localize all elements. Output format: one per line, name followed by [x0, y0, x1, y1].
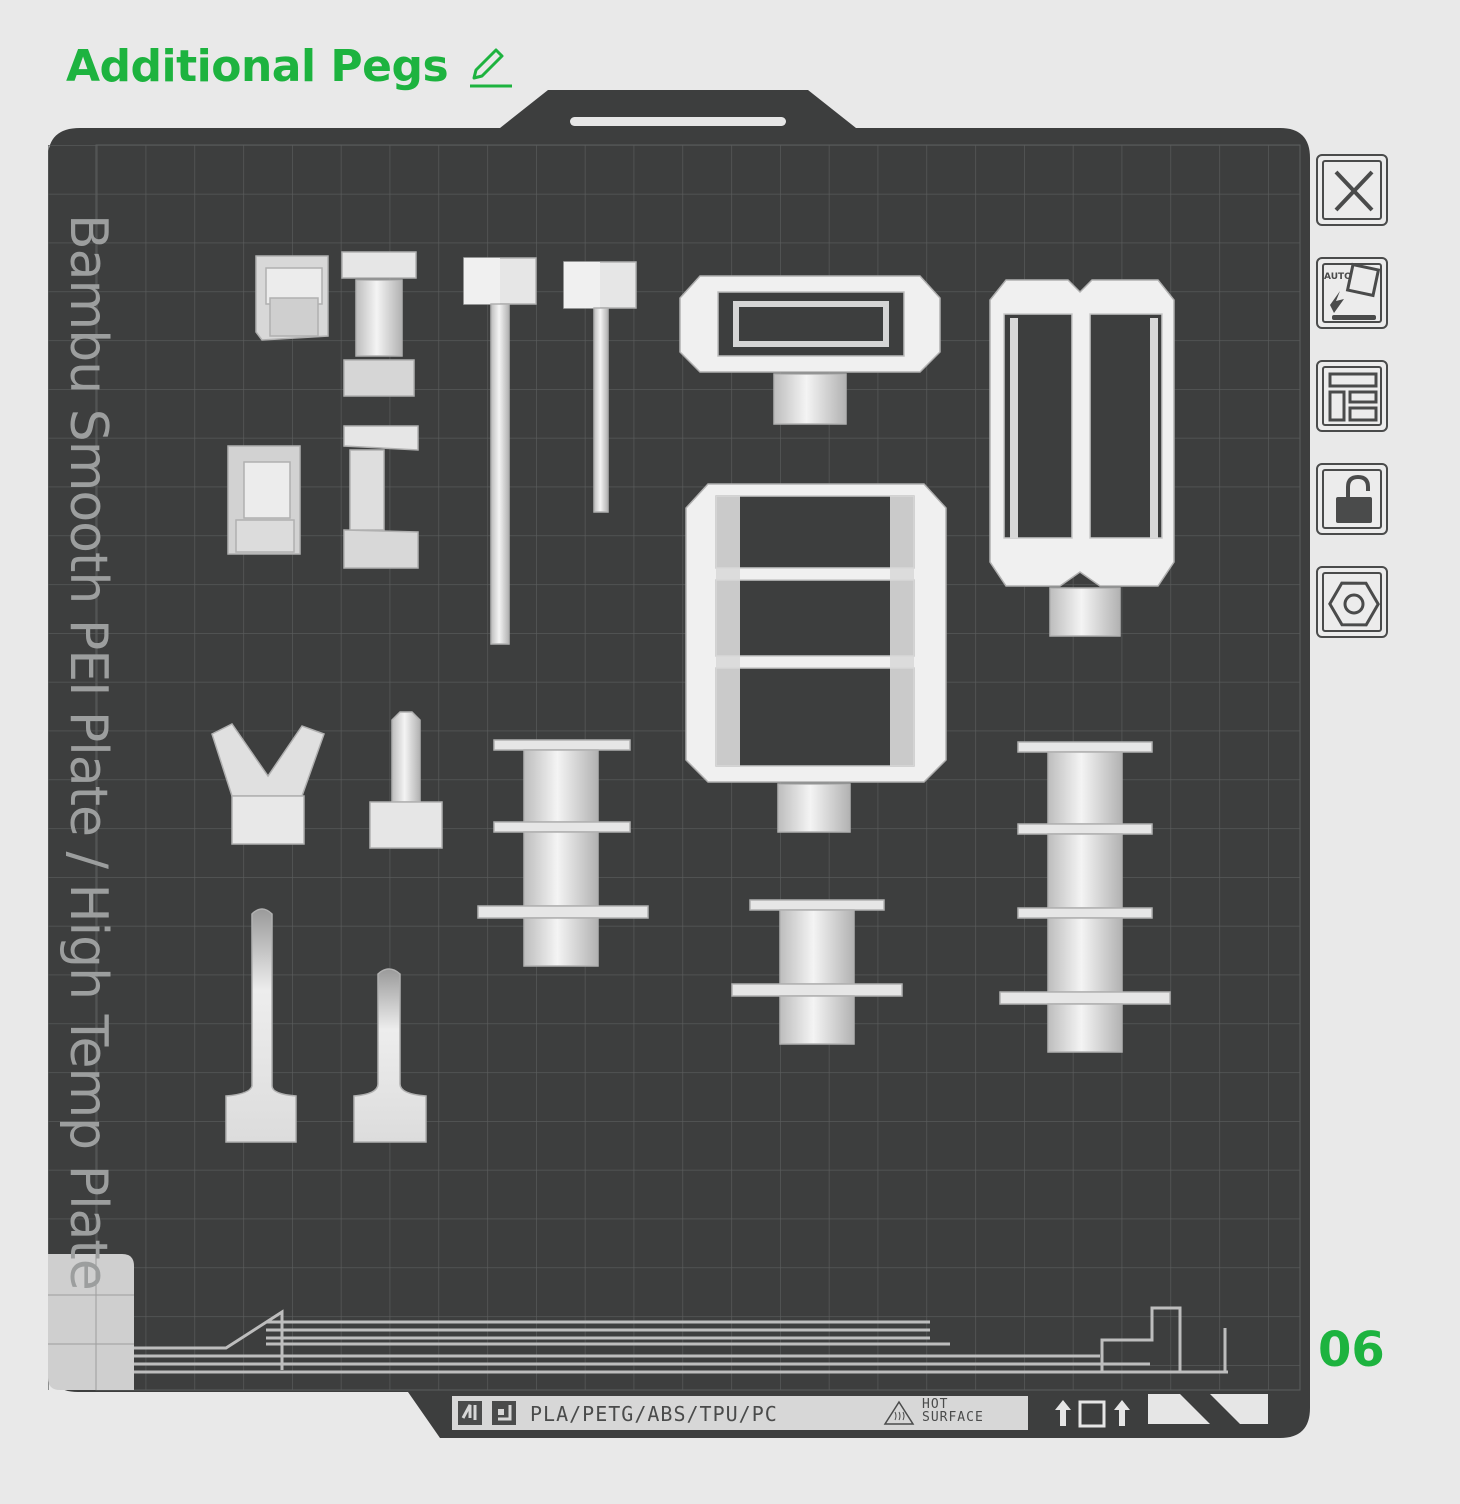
strip-icon-b: [492, 1401, 516, 1425]
arrange-icon: [1328, 372, 1378, 422]
part-spool-a[interactable]: [477, 739, 649, 967]
close-icon: [1334, 170, 1374, 212]
edit-icon[interactable]: [466, 42, 514, 90]
plate-orientation-icons: [1055, 1400, 1130, 1428]
arrange-button[interactable]: [1316, 360, 1388, 432]
bed-label: Bambu Smooth PEI Plate / High Temp Plate: [58, 214, 118, 1290]
part-frame-double[interactable]: [989, 279, 1175, 637]
part-clip-d[interactable]: [343, 425, 419, 569]
part-spool-c[interactable]: [999, 741, 1171, 1053]
part-y-clip[interactable]: [211, 723, 325, 845]
part-clip-c[interactable]: [227, 445, 301, 555]
nut-button[interactable]: [1316, 566, 1388, 638]
part-clip-a[interactable]: [255, 255, 329, 341]
hot-surface-text: HOT SURFACE: [922, 1398, 984, 1424]
auto-orient-button[interactable]: AUTO: [1316, 257, 1388, 329]
unlock-icon: [1336, 474, 1372, 523]
lock-button-frame: [1322, 469, 1382, 529]
title-row: Additional Pegs: [66, 34, 514, 98]
hex-nut-icon: [1328, 581, 1380, 627]
parts: [211, 251, 1175, 1143]
material-strip: [452, 1396, 1028, 1430]
material-list: PLA/PETG/ABS/TPU/PC: [530, 1402, 778, 1426]
part-skinny-peg-a[interactable]: [225, 908, 297, 1143]
plate-title: Additional Pegs: [66, 40, 449, 92]
part-skinny-peg-b[interactable]: [353, 968, 427, 1143]
close-button[interactable]: [1316, 154, 1388, 226]
corner-patch: [48, 1254, 134, 1390]
hot-surface-icon: [883, 1400, 915, 1425]
close-button-frame: [1322, 160, 1382, 220]
nut-button-frame: [1322, 572, 1382, 632]
plate-decor-lines: [134, 1306, 1228, 1374]
plate-number: 06: [1318, 1322, 1385, 1378]
part-long-pin-b[interactable]: [563, 261, 637, 513]
lock-button[interactable]: [1316, 463, 1388, 535]
part-frame-ladder[interactable]: [685, 483, 947, 833]
hot-surface-line-1: HOT: [922, 1397, 949, 1412]
part-spool-b[interactable]: [731, 899, 903, 1045]
arrange-button-frame: [1322, 366, 1382, 426]
part-frame-horizontal[interactable]: [679, 275, 941, 425]
auto-orient-icon: [1330, 262, 1381, 320]
auto-label: AUTO: [1324, 272, 1352, 282]
strip-icon-a: [458, 1401, 482, 1425]
part-clip-b[interactable]: [341, 251, 417, 397]
plate-handle: [570, 117, 786, 126]
part-pointed-peg[interactable]: [369, 711, 443, 849]
part-long-pin-a[interactable]: [463, 257, 537, 645]
hot-surface-line-2: SURFACE: [922, 1410, 984, 1425]
